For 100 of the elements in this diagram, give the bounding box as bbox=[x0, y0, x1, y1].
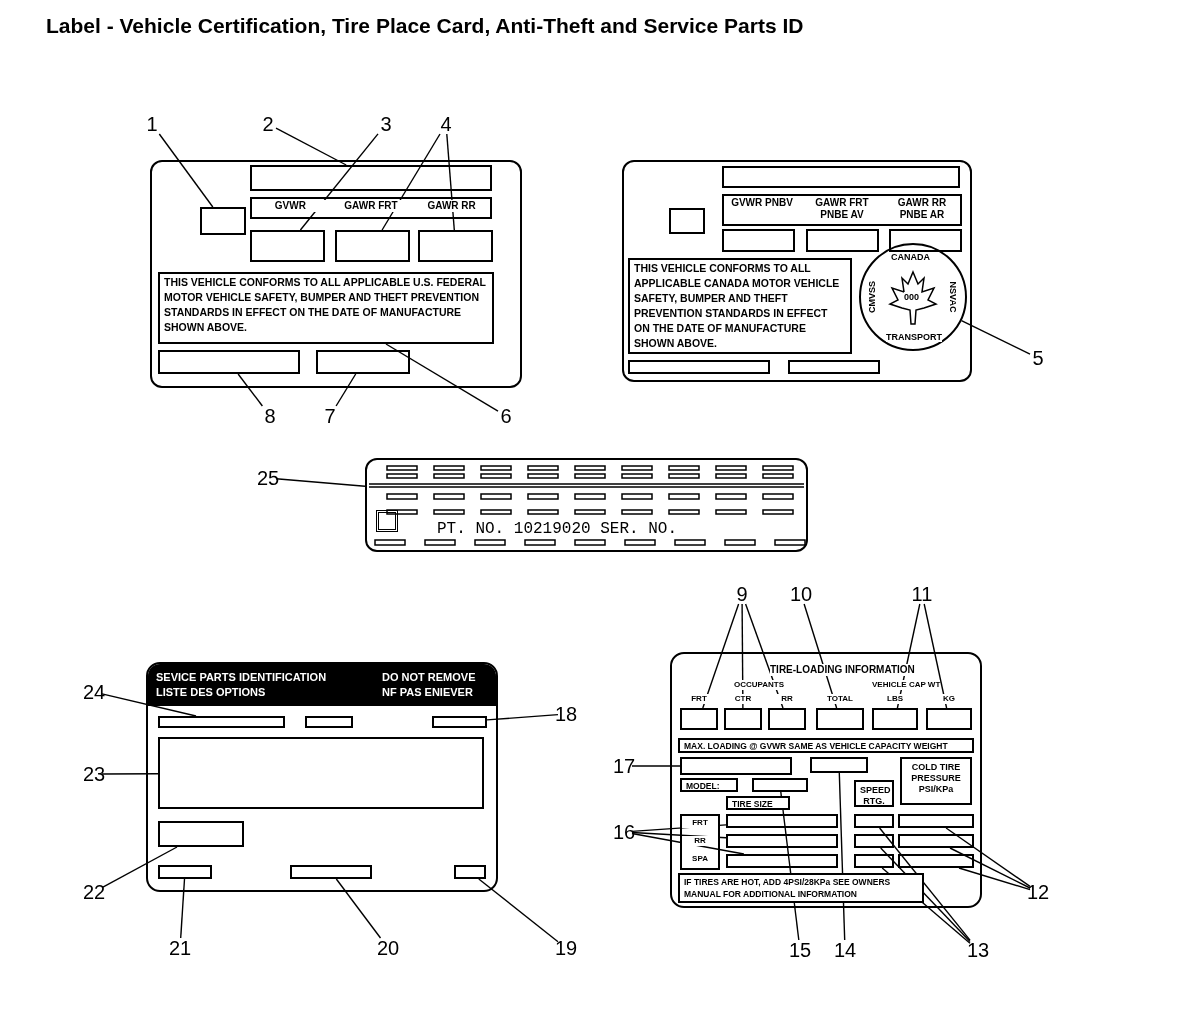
callout-number: 14 bbox=[831, 938, 859, 962]
callout-number: 3 bbox=[372, 112, 400, 136]
blank-field bbox=[158, 821, 244, 847]
row-label: RR bbox=[682, 836, 718, 846]
row-labels bbox=[680, 814, 720, 870]
leader-line bbox=[101, 693, 197, 717]
seal-text: 000 bbox=[904, 292, 920, 302]
text-panel: MAX. LOADING @ GVWR SAME AS VEHICLE CAPACITY WEIGHT bbox=[678, 738, 974, 753]
group-heading: VEHICLE CAP WT bbox=[872, 680, 941, 690]
blank-field bbox=[752, 778, 808, 792]
blank-field bbox=[854, 854, 894, 868]
callout-number: 12 bbox=[1024, 880, 1052, 904]
blank-field bbox=[810, 757, 868, 773]
leader-line bbox=[385, 343, 499, 412]
leader-line bbox=[878, 827, 971, 941]
header-row bbox=[250, 197, 492, 219]
blank-field bbox=[454, 865, 486, 879]
blank-field bbox=[726, 814, 838, 828]
blank-field bbox=[418, 230, 493, 262]
callout-number: 8 bbox=[256, 404, 284, 428]
leader-line bbox=[958, 867, 1031, 891]
blank-field bbox=[854, 814, 894, 828]
row-label: FRT bbox=[682, 818, 718, 828]
callout-number: 7 bbox=[316, 404, 344, 428]
leader-line bbox=[381, 133, 441, 231]
leader-line bbox=[945, 827, 1031, 888]
leader-line bbox=[702, 603, 740, 709]
callout-number: 9 bbox=[728, 582, 756, 606]
leader-line bbox=[237, 373, 264, 407]
callout-number: 25 bbox=[254, 466, 282, 490]
text-panel: COLD TIRE PRESSURE PSI/KPa bbox=[900, 757, 972, 805]
blank-field bbox=[854, 834, 894, 848]
blank-field bbox=[200, 207, 246, 235]
leader-line bbox=[486, 713, 559, 721]
callout-number: 16 bbox=[610, 820, 638, 844]
title: Label - Vehicle Certification, Tire Place Card, Anti-Theft and Service Parts ID bbox=[46, 14, 804, 38]
leader-line bbox=[923, 603, 948, 709]
blank-field bbox=[628, 360, 770, 374]
text-panel: MODEL: bbox=[680, 778, 738, 792]
leader-line bbox=[101, 773, 159, 775]
heading-text: TIRE-LOADING INFORMATION bbox=[770, 664, 915, 676]
blank-field bbox=[290, 865, 372, 879]
blank-field bbox=[722, 229, 795, 252]
callout-number: 23 bbox=[80, 762, 108, 786]
leader-line bbox=[275, 478, 366, 487]
blank-field bbox=[726, 854, 838, 868]
blank-field bbox=[680, 757, 792, 775]
callout-number: 19 bbox=[552, 936, 580, 960]
callout-number: 17 bbox=[610, 754, 638, 778]
callout-number: 5 bbox=[1024, 346, 1052, 370]
group-heading: OCCUPANTS bbox=[734, 680, 785, 690]
certification-seal bbox=[858, 242, 968, 352]
blank-field bbox=[788, 360, 880, 374]
blank-field bbox=[158, 350, 300, 374]
text-panel: SPEED RTG. bbox=[854, 780, 894, 807]
callout-number: 22 bbox=[80, 880, 108, 904]
callout-number: 13 bbox=[964, 938, 992, 962]
blank-field bbox=[158, 865, 212, 879]
blank-field bbox=[722, 166, 960, 188]
blank-field bbox=[898, 834, 974, 848]
blank-field bbox=[898, 814, 974, 828]
blank-field bbox=[335, 230, 410, 262]
leader-line bbox=[446, 133, 455, 231]
callout-number: 2 bbox=[254, 112, 282, 136]
blank-field bbox=[898, 854, 974, 868]
leader-line bbox=[335, 878, 382, 939]
leader-line bbox=[335, 373, 357, 407]
callout-number: 11 bbox=[908, 582, 936, 606]
callout-number: 21 bbox=[166, 936, 194, 960]
label-card bbox=[622, 160, 972, 382]
leader-line bbox=[275, 127, 347, 166]
seal-text: CMVSS bbox=[867, 281, 877, 313]
leader-line bbox=[949, 847, 1031, 889]
seal-text: CANADA bbox=[891, 252, 930, 262]
text-panel: THIS VEHICLE CONFORMS TO ALL APPLICABLE U.S. FEDERAL MOTOR VEHICLE SAFETY, BUMPER AND THEFT PREVENTION STANDARDS IN EFFECT ON THE DATE OF MANUFACTURE SHOWN ABOVE. bbox=[158, 272, 494, 344]
callout-number: 10 bbox=[787, 582, 815, 606]
leader-line bbox=[478, 878, 559, 943]
text-panel: TIRE SIZE bbox=[726, 796, 790, 810]
callout-number: 24 bbox=[80, 680, 108, 704]
leader-line bbox=[960, 320, 1031, 355]
callout-number: 18 bbox=[552, 702, 580, 726]
blank-field bbox=[432, 716, 487, 728]
service-parts-label bbox=[146, 662, 498, 892]
callout-number: 15 bbox=[786, 938, 814, 962]
leader-line bbox=[180, 878, 186, 939]
callout-number: 20 bbox=[374, 936, 402, 960]
blank-field bbox=[158, 716, 285, 728]
callout-number: 4 bbox=[432, 112, 460, 136]
blank-field bbox=[669, 208, 705, 234]
text-panel: THIS VEHICLE CONFORMS TO ALL APPLICABLE CANADA MOTOR VEHICLE SAFETY, BUMPER AND THEFT PREVENTION STANDARDS IN EFFECT ON THE DATE OF MANUFACTURE SHOWN ABOVE. bbox=[628, 258, 852, 354]
callout-number: 1 bbox=[138, 112, 166, 136]
text-panel: IF TIRES ARE HOT, ADD 4PSI/28KPa SEE OWNERS MANUAL FOR ADDITIONAL INFORMATION bbox=[678, 873, 924, 903]
blank-field bbox=[305, 716, 353, 728]
blank-field bbox=[806, 229, 879, 252]
leader-line bbox=[631, 765, 681, 767]
label-card bbox=[150, 160, 522, 388]
leader-line bbox=[101, 846, 178, 889]
blank-field bbox=[889, 229, 962, 252]
blank-field bbox=[250, 165, 492, 191]
leader-line bbox=[158, 133, 214, 208]
